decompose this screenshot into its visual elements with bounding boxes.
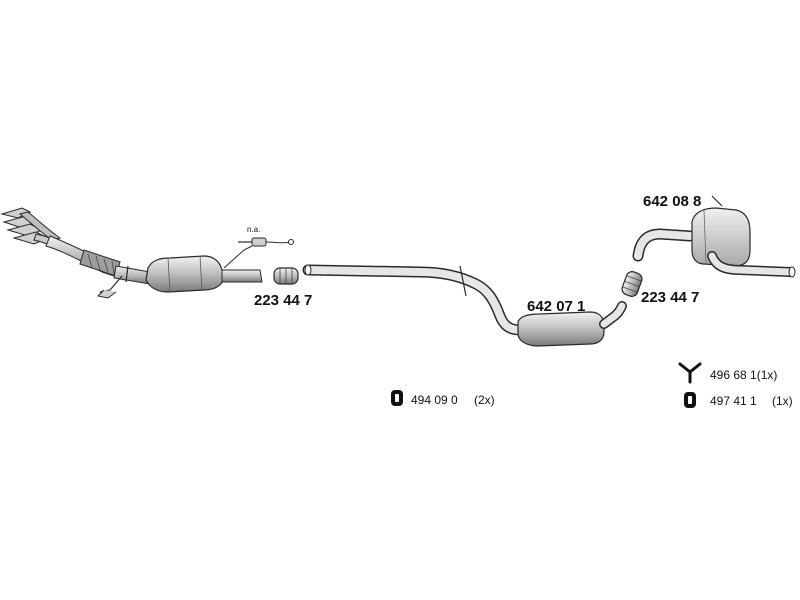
part-label-middle-silencer: 642 07 1 [527,298,585,315]
accessory-rubber-mount-rear: 497 41 1 (1x) [684,392,793,408]
middle-silencer [517,301,627,347]
flex-pipe-front [273,267,299,285]
part-label-rear-silencer: 642 08 8 [643,193,701,210]
intermediate-pipe [302,264,526,336]
flex-pipe-rear [621,271,643,297]
rear-silencer [632,195,796,278]
accessory-qty: (1x) [772,394,793,408]
rubber-mount-icon [391,390,403,406]
part-label-flex-front: 223 44 7 [254,292,312,309]
sensor-note-label: n.a. [247,225,260,234]
accessory-hanger-y: 496 68 1(1x) [678,362,777,384]
front-pipe [45,235,151,299]
accessory-code: 497 41 1 [710,394,757,408]
accessory-code: 496 68 1(1x) [710,368,777,382]
catalytic-converter [145,255,263,293]
accessory-rubber-mount-front: 494 09 0 (2x) [391,390,495,407]
accessory-code: 494 09 0 [411,393,458,407]
rubber-mount-icon [684,392,696,408]
accessory-qty: (2x) [474,393,495,407]
lambda-sensor: n.a. [223,225,294,269]
part-label-flex-rear: 223 44 7 [641,289,699,306]
